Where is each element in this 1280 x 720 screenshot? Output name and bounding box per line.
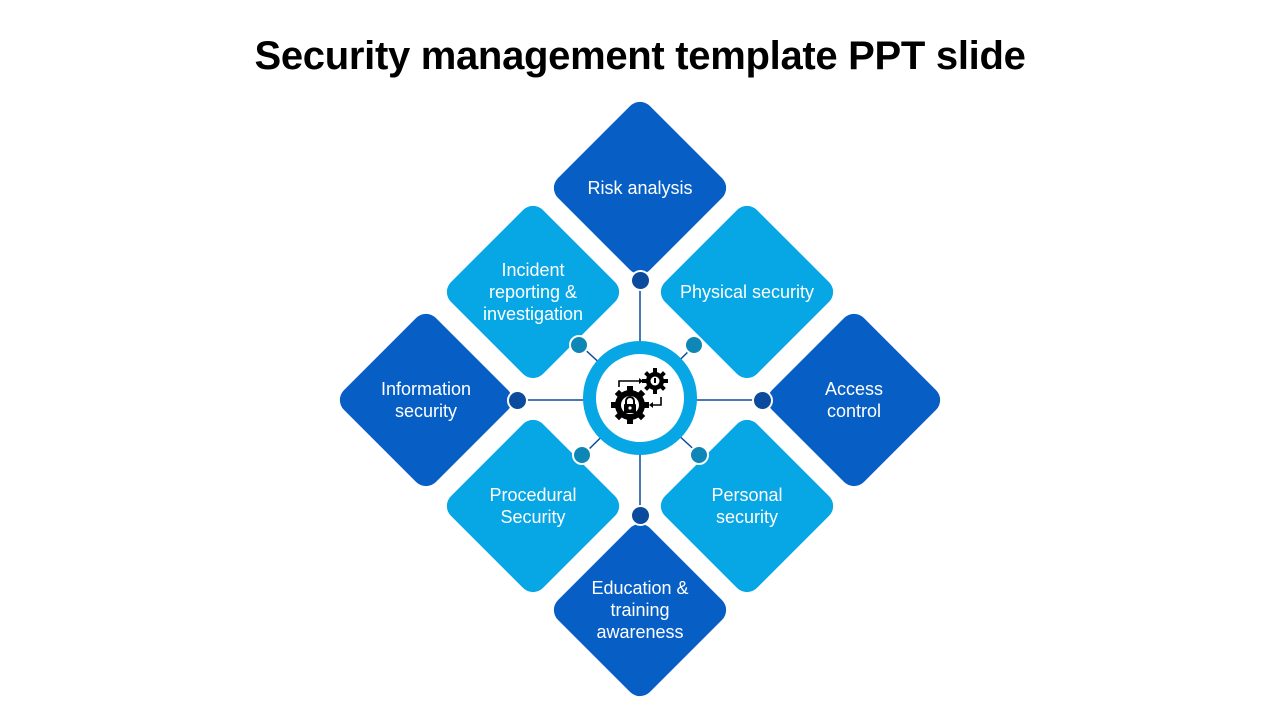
- label-education-training: Education & training awareness: [591, 578, 689, 642]
- connector-dot-left: [507, 390, 528, 411]
- diamond-procedural-security: Procedural Security: [441, 414, 625, 598]
- diamond-physical-security: Physical security: [655, 200, 839, 384]
- connector-dot-top: [630, 270, 651, 291]
- connector-dot-bottom-right: [689, 445, 709, 465]
- connector-dot-right: [752, 390, 773, 411]
- label-access-control: Access control: [824, 379, 884, 421]
- label-procedural-security: Procedural Security: [489, 485, 577, 527]
- diamond-access-control: Access control: [762, 308, 946, 492]
- diamond-risk-analysis: Risk analysis: [548, 96, 732, 280]
- diamond-incident-reporting: Incident reporting & investigation: [441, 200, 625, 384]
- connector-dot-bottom: [630, 505, 651, 526]
- label-risk-analysis: Risk analysis: [587, 178, 693, 198]
- diamond-education-training: Education & training awareness: [548, 518, 732, 702]
- connector-dot-top-right: [684, 335, 704, 355]
- center-hub: [583, 341, 697, 455]
- label-incident-reporting: Incident reporting & investigation: [482, 260, 584, 324]
- label-personal-security: Personal security: [711, 485, 783, 527]
- diamond-personal-security: Personal security: [655, 414, 839, 598]
- connector-dot-top-left: [569, 335, 589, 355]
- gears-with-lock-icon: [611, 368, 668, 424]
- slide-title: Security management template PPT slide: [254, 34, 1026, 78]
- label-information-security: Information security: [380, 379, 472, 421]
- diamond-information-security: Information security: [334, 308, 518, 492]
- connector-dot-bottom-left: [572, 445, 592, 465]
- label-physical-security: Physical security: [679, 282, 815, 302]
